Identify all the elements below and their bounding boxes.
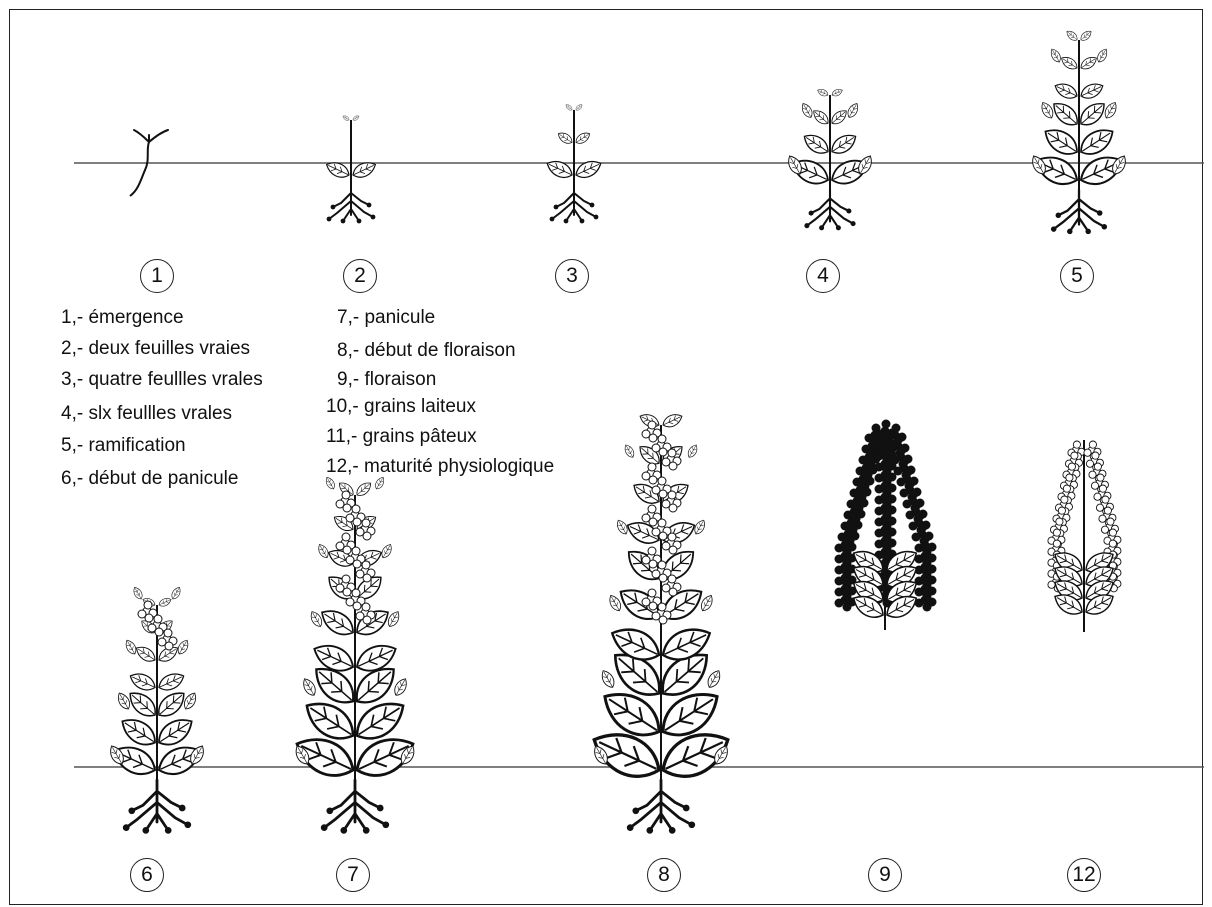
legend-item-6: 6,- début de panicule: [61, 468, 238, 490]
plant-growth-illustration: [10, 10, 1204, 906]
legend-item-8: 8,- début de floraison: [337, 340, 516, 362]
stage-number-4: 4: [806, 259, 840, 293]
plant-stage-5: [1029, 29, 1129, 234]
stage-number-3: 3: [555, 259, 589, 293]
diagram-frame: 1 2 3 4 5 6 7 8 9 12 1,- émergence 2,- d…: [9, 9, 1203, 905]
plant-stage-2: [324, 114, 378, 223]
stage-number-12: 12: [1067, 858, 1101, 892]
legend-item-9: 9,- floraison: [337, 369, 436, 391]
plant-stage-3: [544, 103, 603, 223]
stage-number-6: 6: [130, 858, 164, 892]
plant-stage-12: [1048, 440, 1121, 632]
legend-item-4: 4,- slx feullles vrales: [61, 403, 232, 425]
legend-item-11: 11,- grains pâteux: [326, 426, 477, 448]
legend-item-7: 7,- panicule: [337, 307, 435, 329]
plant-stage-8: [586, 411, 735, 834]
plant-stage-4: [785, 87, 875, 230]
legend-item-10: 10,- grains laiteux: [326, 396, 476, 418]
legend-item-5: 5,- ramification: [61, 435, 186, 457]
stage-number-9: 9: [868, 858, 902, 892]
legend-item-2: 2,- deux feuilles vraies: [61, 338, 250, 360]
stage-number-1: 1: [140, 259, 174, 293]
stage-number-8: 8: [647, 858, 681, 892]
legend-item-12: 12,- maturité physiologique: [326, 456, 554, 478]
stage-number-5: 5: [1060, 259, 1094, 293]
stage-number-7: 7: [336, 858, 370, 892]
plant-stage-6: [107, 586, 207, 834]
plant-stage-9: [835, 420, 937, 631]
legend-item-1: 1,- émergence: [61, 307, 184, 329]
stage-number-2: 2: [343, 259, 377, 293]
legend-item-3: 3,- quatre feullles vrales: [61, 369, 263, 391]
plant-stage-7: [290, 476, 419, 834]
